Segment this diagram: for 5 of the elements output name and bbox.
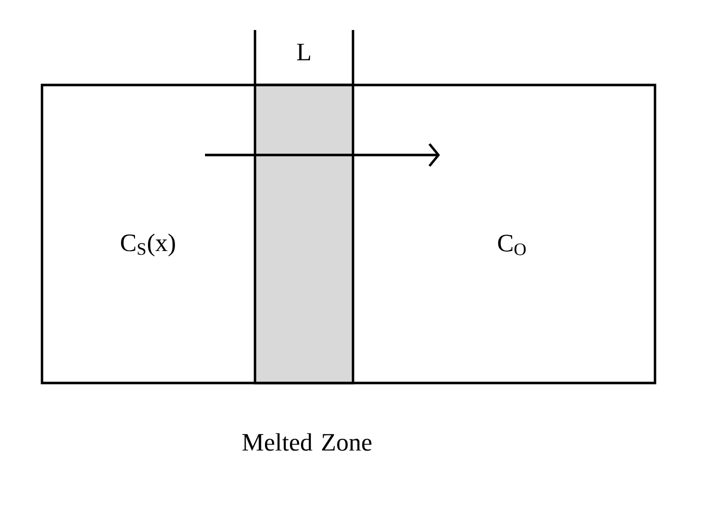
dimension-label: L	[297, 44, 310, 60]
concentration-label: C$_{S}$(x)	[121, 234, 175, 256]
melted-zone-band	[254, 84, 354, 384]
concentration-label: C$_{O}$	[498, 234, 526, 256]
zone-label: Melted Zone	[242, 433, 372, 451]
